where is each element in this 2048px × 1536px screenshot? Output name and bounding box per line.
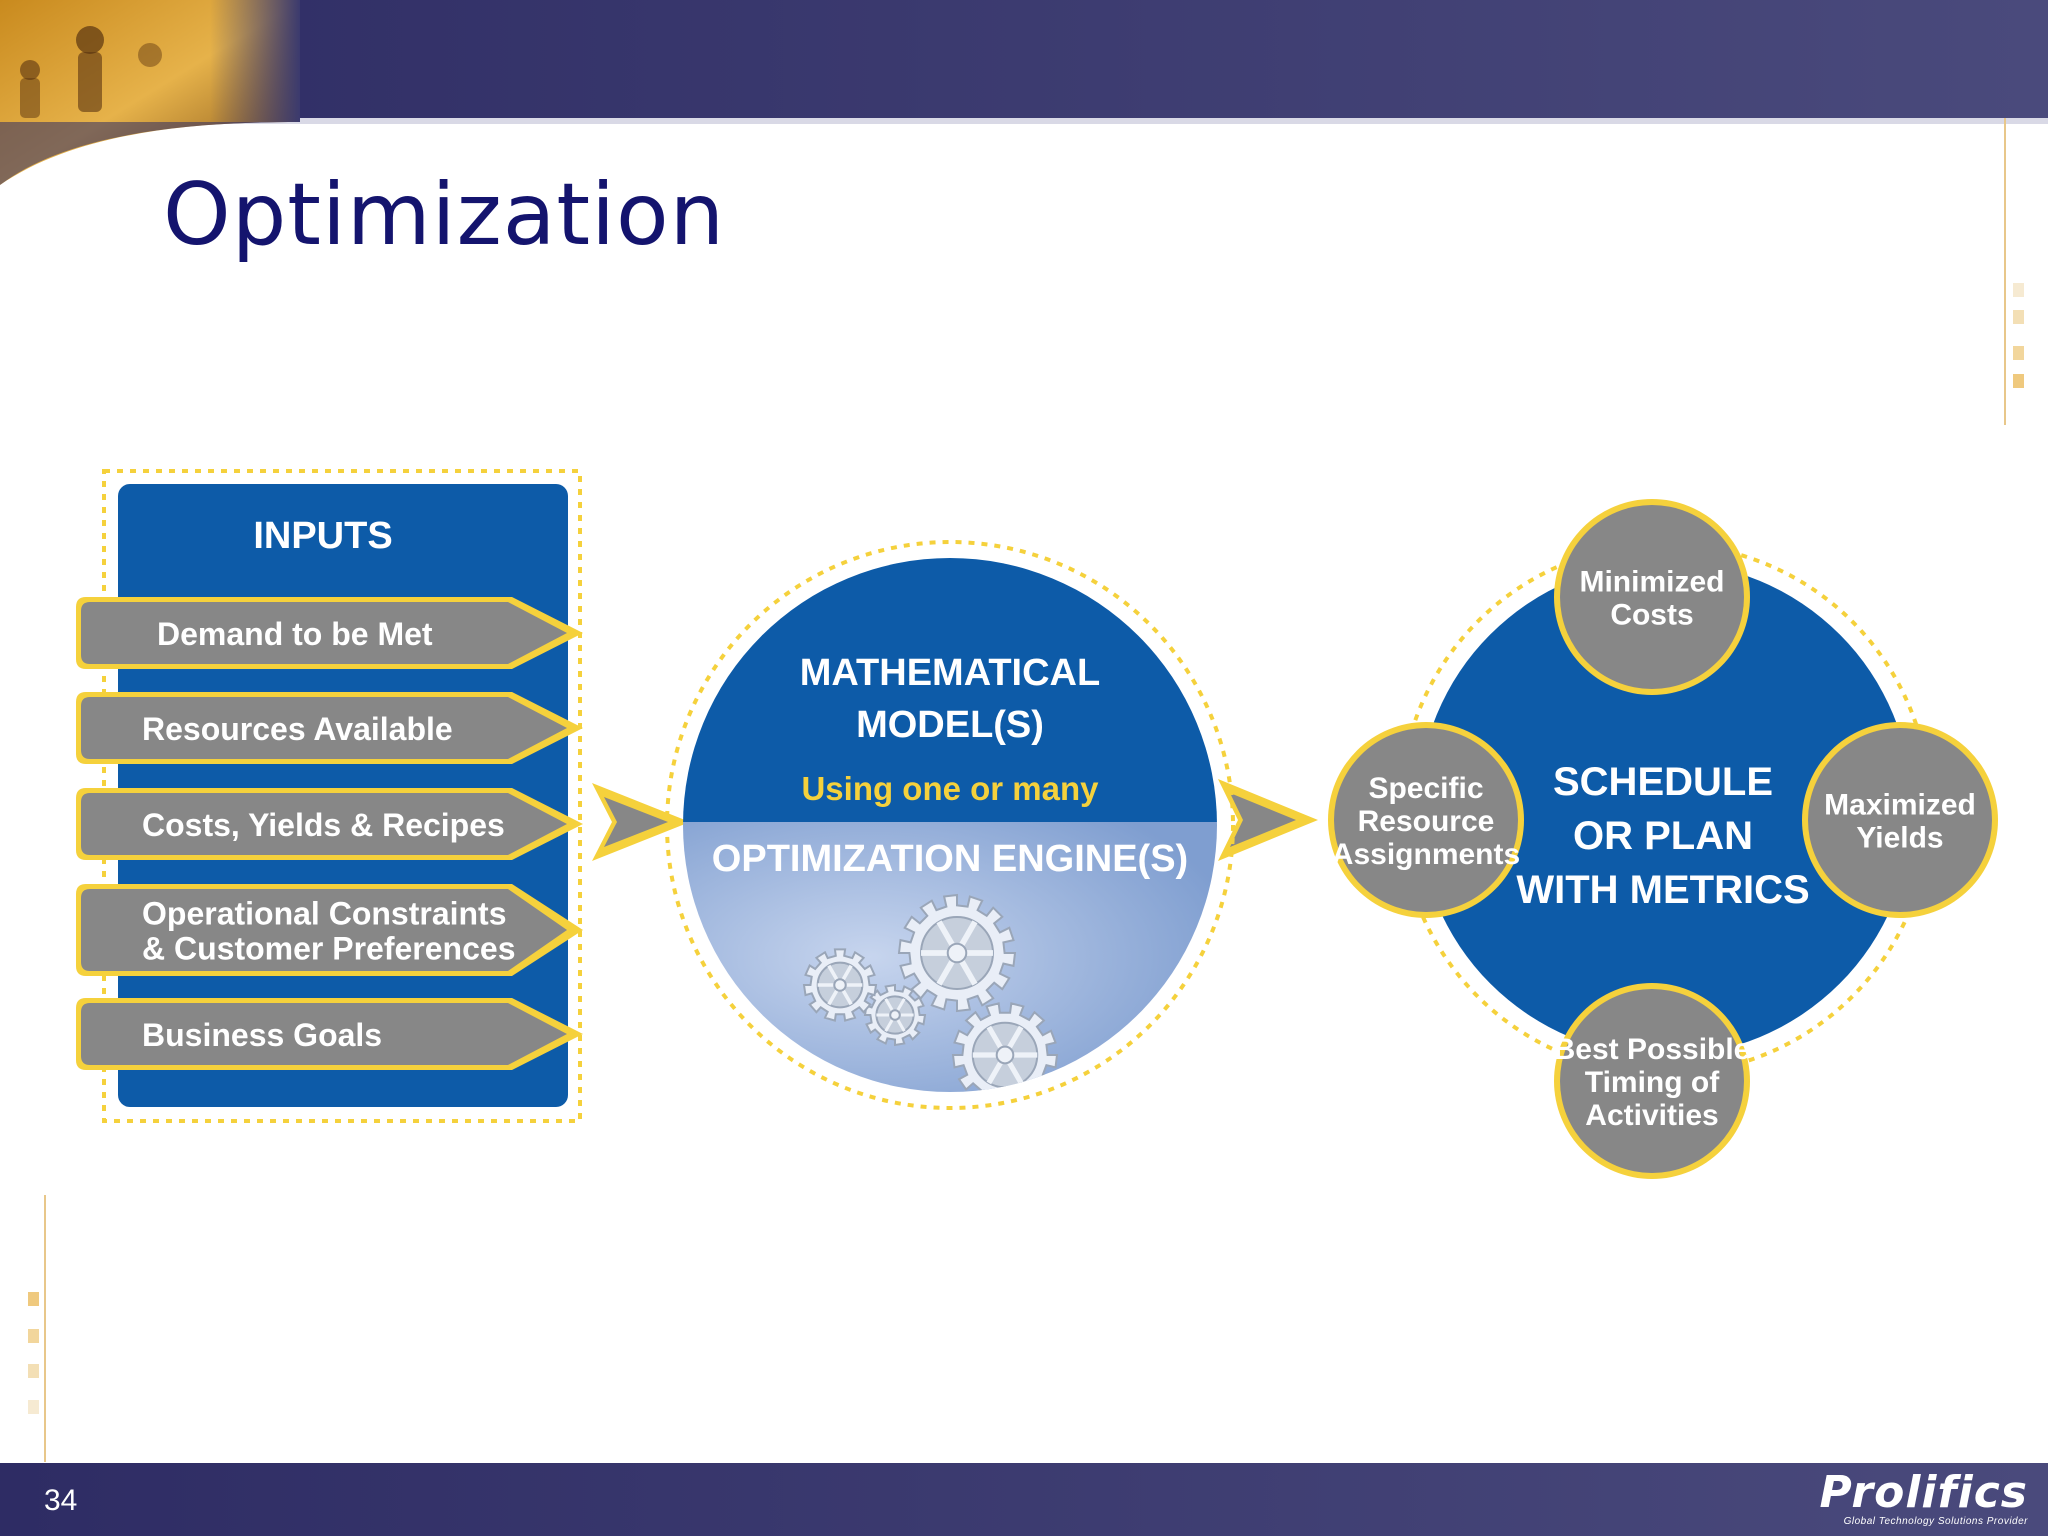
gear-small-icon [863, 983, 927, 1047]
output-center-line-1: SCHEDULE [1553, 760, 1773, 804]
inputs-heading: INPUTS [253, 515, 392, 557]
satellite-label: Specific [1368, 772, 1483, 805]
flow-arrow-inputs-to-model [592, 783, 690, 861]
satellite-label: Timing of [1585, 1066, 1720, 1099]
input-tab-label: Demand to be Met [157, 616, 433, 652]
input-tab: Business Goals [76, 998, 583, 1070]
input-tab: Demand to be Met [76, 597, 583, 669]
model-subtitle: Using one or many [801, 770, 1099, 807]
input-tab: Operational Constraints& Customer Prefer… [76, 884, 583, 976]
satellite-label: Activities [1585, 1099, 1718, 1132]
model-title-line-2: MODEL(S) [856, 704, 1044, 746]
prolifics-logo: Prolifics Global Technology Solutions Pr… [1819, 1467, 2028, 1528]
input-tab-label: Business Goals [142, 1017, 382, 1053]
satellite-label: Maximized [1824, 789, 1976, 822]
logo-name: Prolifics [1819, 1467, 2028, 1518]
engine-label: OPTIMIZATION ENGINE(S) [712, 838, 1188, 880]
page-number: 34 [44, 1484, 78, 1517]
input-tab-label: Costs, Yields & Recipes [142, 807, 505, 843]
logo-tagline: Global Technology Solutions Provider [1843, 1516, 2028, 1527]
output-center-line-2: OR PLAN [1573, 814, 1753, 858]
output-center-line-3: WITH METRICS [1516, 868, 1809, 912]
satellite-label: Resource [1358, 805, 1495, 838]
satellite-label: Costs [1610, 599, 1693, 632]
input-tab-label: Resources Available [142, 711, 453, 747]
flow-arrow-model-to-output [1218, 779, 1318, 861]
satellite-label: Yields [1856, 822, 1943, 855]
gears-icon [802, 893, 1059, 1092]
output-cluster: SCHEDULE OR PLAN WITH METRICS MinimizedC… [1328, 499, 1998, 1179]
satellite-label: Best Possible [1554, 1033, 1751, 1066]
side-decoration [28, 118, 2024, 1462]
input-tab: Costs, Yields & Recipes [76, 788, 583, 860]
top-banner [0, 0, 2048, 185]
input-tab: Resources Available [76, 692, 583, 764]
satellite-label: Assignments [1332, 838, 1520, 871]
model-title-line-1: MATHEMATICAL [800, 652, 1100, 694]
bottom-bar [0, 1463, 2048, 1536]
satellite-label: Minimized [1579, 566, 1724, 599]
gear-left-icon [802, 948, 878, 1022]
model-circle: MATHEMATICAL MODEL(S) Using one or many … [665, 540, 1235, 1110]
slide-title: Optimization [163, 165, 726, 265]
input-tab-label: & Customer Preferences [142, 931, 515, 967]
input-tab-label: Operational Constraints [142, 896, 507, 932]
gear-large-icon [897, 893, 1017, 1013]
